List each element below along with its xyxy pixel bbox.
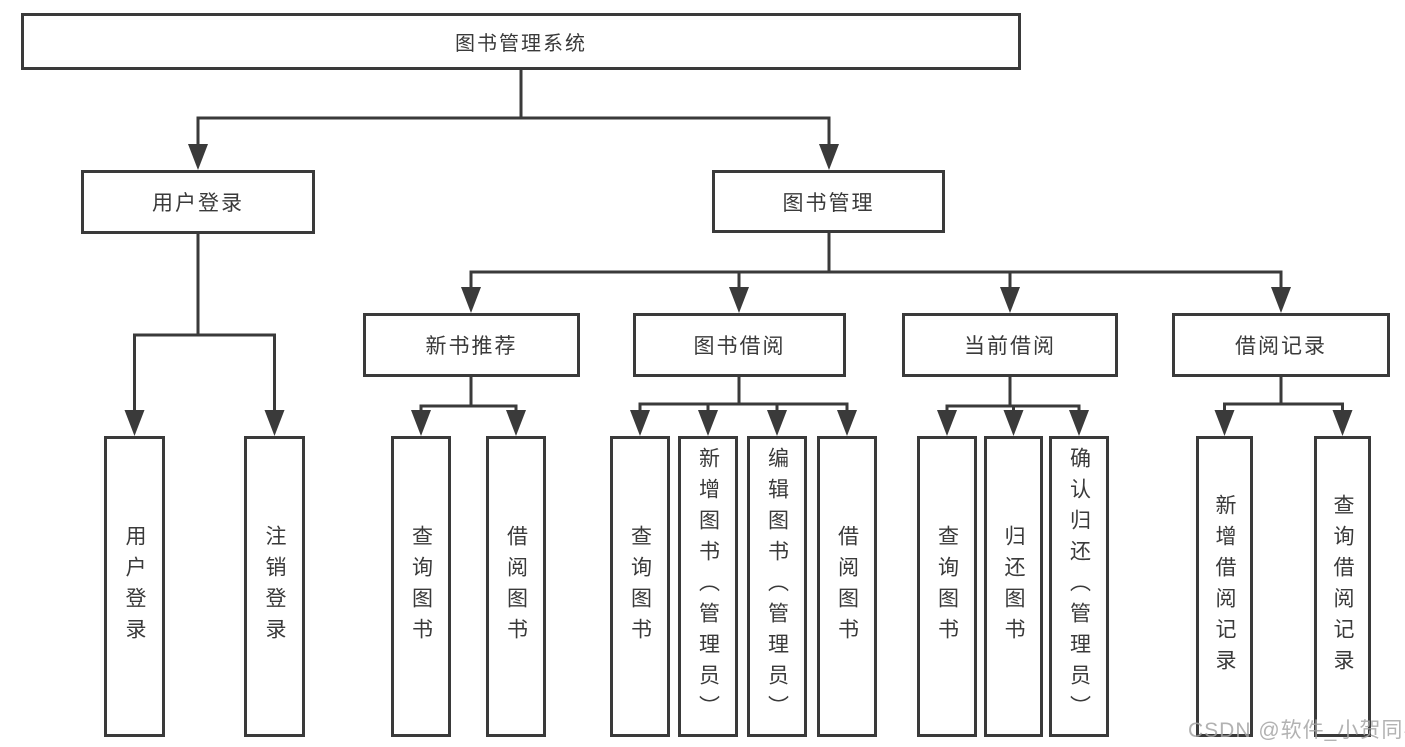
- node-current-borrowing: 当前借阅: [902, 313, 1118, 377]
- leaf-query-borrow-record: 查询借阅记录: [1314, 436, 1371, 737]
- node-new-book-recommendation: 新书推荐: [363, 313, 580, 377]
- leaf-borrow-books-borrowing: 借阅图书: [817, 436, 877, 737]
- csdn-watermark: CSDN @软件_小贺同学: [1188, 719, 1405, 742]
- connector-current-borrowing-children: [937, 375, 1089, 436]
- leaf-logout-login: 注销登录: [244, 436, 305, 737]
- leaf-add-book-admin: 新增图书（管理员）: [678, 436, 738, 737]
- leaf-confirm-return-admin: 确认归还（管理员）: [1049, 436, 1109, 737]
- leaf-query-books-recommend: 查询图书: [391, 436, 451, 737]
- leaf-edit-book-admin: 编辑图书（管理员）: [747, 436, 807, 737]
- leaf-query-borrow-record-label: 查询借阅记录: [1331, 493, 1354, 680]
- leaf-add-book-admin-label: 新增图书（管理员）: [696, 447, 720, 726]
- leaf-query-books-recommend-label: 查询图书: [409, 524, 433, 649]
- connector-book-borrowing-children: [630, 375, 857, 436]
- node-book-borrowing: 图书借阅: [633, 313, 846, 377]
- connector-borrowing-records-children: [1214, 375, 1353, 436]
- node-user-login: 用户登录: [81, 170, 315, 234]
- leaf-return-book-label: 归还图书: [1002, 524, 1025, 649]
- leaf-query-books-borrowing: 查询图书: [610, 436, 670, 737]
- connector-user-login-children: [124, 232, 285, 436]
- leaf-edit-book-admin-label: 编辑图书（管理员）: [765, 447, 789, 726]
- leaf-borrow-books-borrowing-label: 借阅图书: [835, 524, 859, 649]
- leaf-query-books-current: 查询图书: [917, 436, 977, 737]
- leaf-borrow-books-recommend: 借阅图书: [486, 436, 546, 737]
- leaf-borrow-books-recommend-label: 借阅图书: [504, 524, 528, 649]
- connector-book-management-to-level3: [461, 231, 1291, 313]
- leaf-add-borrow-record: 新增借阅记录: [1196, 436, 1253, 737]
- leaf-add-borrow-record-label: 新增借阅记录: [1213, 493, 1236, 680]
- leaf-logout-login-label: 注销登录: [263, 524, 286, 649]
- leaf-user-login-label: 用户登录: [123, 524, 146, 649]
- node-book-management: 图书管理: [712, 170, 945, 233]
- leaf-return-book: 归还图书: [984, 436, 1043, 737]
- node-borrowing-records: 借阅记录: [1172, 313, 1390, 377]
- connector-root-to-level2: [188, 68, 839, 170]
- leaf-user-login: 用户登录: [104, 436, 165, 737]
- leaf-confirm-return-admin-label: 确认归还（管理员）: [1067, 447, 1091, 726]
- leaf-query-books-borrowing-label: 查询图书: [628, 524, 652, 649]
- leaf-query-books-current-label: 查询图书: [935, 524, 959, 649]
- connector-new-book-children: [411, 375, 526, 436]
- node-library-management-system: 图书管理系统: [21, 13, 1021, 70]
